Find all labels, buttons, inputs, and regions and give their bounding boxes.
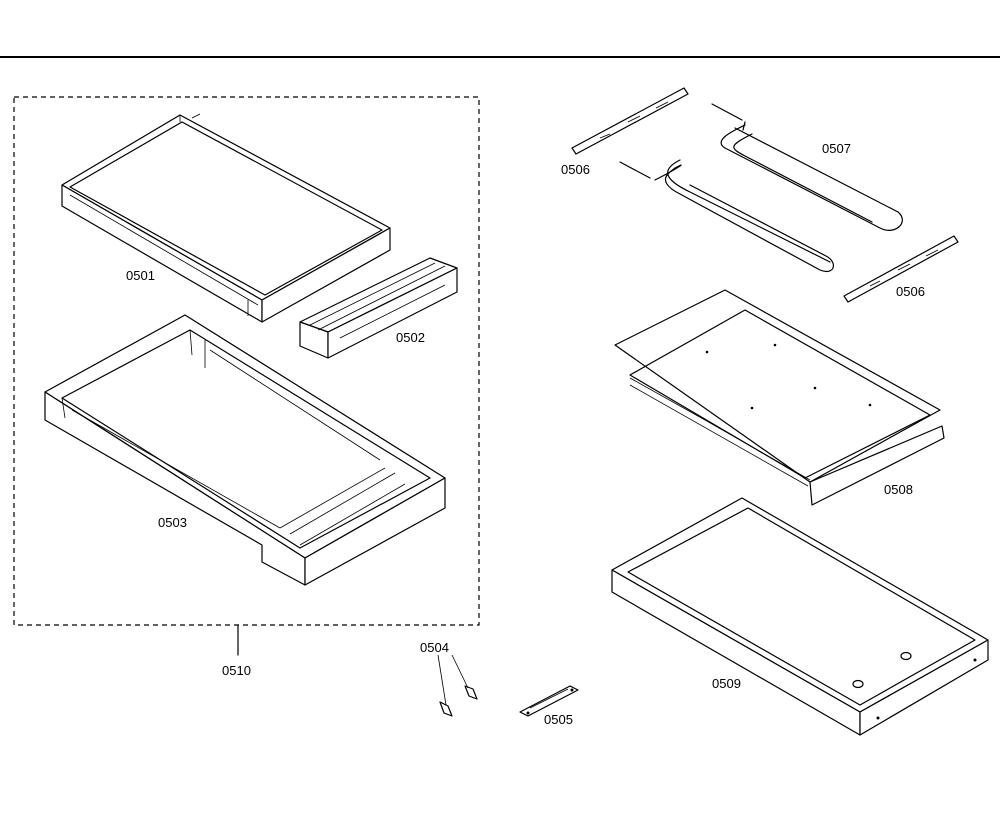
label-0507: 0507 bbox=[822, 141, 851, 156]
part-0504-clips bbox=[437, 654, 478, 717]
part-0501-tray bbox=[61, 113, 391, 323]
assembly-0510-boundary bbox=[13, 96, 480, 626]
label-0506-upper: 0506 bbox=[561, 162, 590, 177]
label-0502: 0502 bbox=[396, 330, 425, 345]
label-0501: 0501 bbox=[126, 268, 155, 283]
part-0509-pan bbox=[611, 497, 989, 736]
part-0508-frame bbox=[614, 289, 945, 506]
part-0502-box bbox=[299, 257, 458, 359]
label-0504: 0504 bbox=[420, 640, 449, 655]
part-0507-heating-element bbox=[619, 103, 903, 272]
part-0506-rail-lower bbox=[843, 235, 959, 303]
label-0505: 0505 bbox=[544, 712, 573, 727]
part-0506-rail-upper bbox=[571, 87, 689, 155]
label-0508: 0508 bbox=[884, 482, 913, 497]
part-0503-tub bbox=[44, 314, 446, 586]
label-0506-lower: 0506 bbox=[896, 284, 925, 299]
part-0505-bracket bbox=[519, 685, 579, 717]
label-0510: 0510 bbox=[222, 663, 251, 678]
label-0509: 0509 bbox=[712, 676, 741, 691]
label-0503: 0503 bbox=[158, 515, 187, 530]
